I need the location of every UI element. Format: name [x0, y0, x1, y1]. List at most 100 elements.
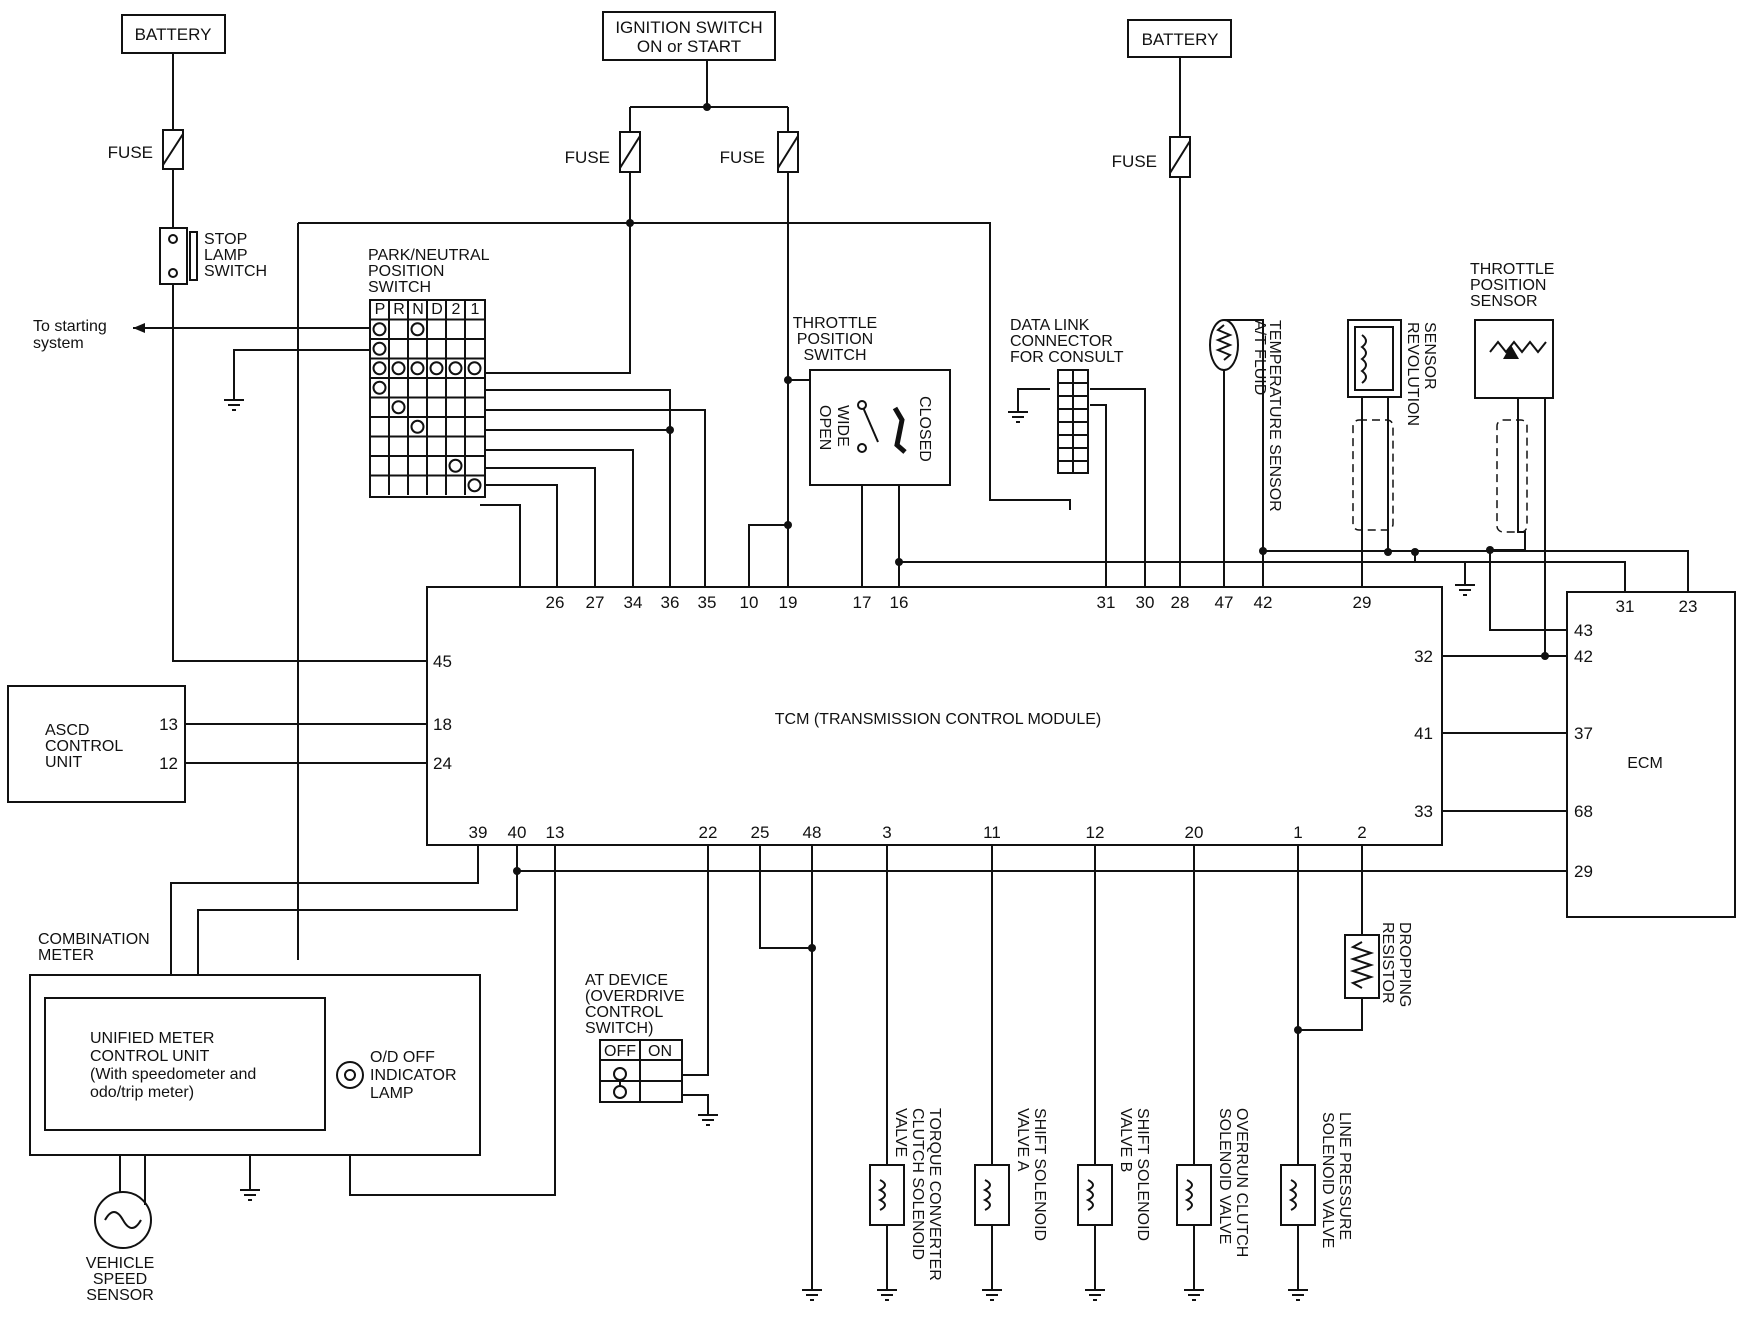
- at-device-od-switch: AT DEVICE (OVERDRIVE CONTROL SWITCH) OFF…: [585, 972, 709, 1105]
- tcm-pin: 41: [1414, 724, 1433, 743]
- throttle-position-switch: THROTTLE POSITION SWITCH WIDE OPEN CLOSE…: [793, 315, 951, 486]
- svg-text:SENSOR: SENSOR: [1470, 293, 1538, 310]
- tcm-pin: 47: [1215, 593, 1234, 612]
- tcm-pin: 22: [699, 823, 718, 842]
- svg-text:SWITCH): SWITCH): [585, 1020, 653, 1037]
- tcm-pin: 31: [1097, 593, 1116, 612]
- svg-text:POSITION: POSITION: [368, 263, 444, 280]
- revolution-sensor: REVOLUTION SENSOR: [1347, 319, 1438, 531]
- svg-text:VALVE A: VALVE A: [1014, 1108, 1031, 1172]
- tcm-bottom-pins: 39 40 13 22 25 48 3 11 12 20 1 2: [469, 823, 1367, 842]
- line-pressure-solenoid-valve: LINE PRESSURE SOLENOID VALVE: [1280, 1112, 1353, 1248]
- svg-text:LAMP: LAMP: [204, 247, 248, 264]
- combination-meter: COMBINATION METER UNIFIED METER CONTROL …: [29, 931, 481, 1156]
- svg-text:TEMPERATURE SENSOR: TEMPERATURE SENSOR: [1266, 320, 1283, 512]
- svg-text:DATA LINK: DATA LINK: [1010, 317, 1090, 334]
- svg-text:FUSE: FUSE: [1112, 152, 1157, 171]
- svg-text:THROTTLE: THROTTLE: [1470, 261, 1554, 278]
- pos-2: 2: [452, 301, 461, 318]
- svg-text:FOR CONSULT: FOR CONSULT: [1010, 349, 1124, 366]
- svg-text:SWITCH: SWITCH: [803, 347, 866, 364]
- svg-text:POSITION: POSITION: [1470, 277, 1546, 294]
- ecm-pin: 43: [1574, 621, 1593, 640]
- tcm-pin: 24: [433, 754, 452, 773]
- pnp-contact: [410, 361, 425, 376]
- pnp-contact: [372, 380, 387, 395]
- svg-text:SWITCH: SWITCH: [368, 279, 431, 296]
- tcm-pin: 18: [433, 715, 452, 734]
- svg-text:CLOSED: CLOSED: [916, 396, 933, 462]
- tcm-pin: 13: [546, 823, 565, 842]
- pos-d: D: [431, 301, 443, 318]
- svg-text:DROPPING: DROPPING: [1396, 922, 1413, 1007]
- pnp-contact: [410, 419, 425, 434]
- svg-text:TORQUE CONVERTER: TORQUE CONVERTER: [926, 1108, 943, 1281]
- tcm-pin: 39: [469, 823, 488, 842]
- svg-text:AT DEVICE: AT DEVICE: [585, 972, 668, 989]
- tcm-pin: 11: [983, 823, 1001, 842]
- tcm-pin: 28: [1171, 593, 1190, 612]
- svg-text:(With speedometer and: (With speedometer and: [90, 1066, 256, 1083]
- ecm-pin: 68: [1574, 802, 1593, 821]
- tcm-pin: 1: [1293, 823, 1302, 842]
- svg-text:CONTROL UNIT: CONTROL UNIT: [90, 1048, 210, 1065]
- pnp-contact: [467, 361, 482, 376]
- svg-text:BATTERY: BATTERY: [135, 25, 212, 44]
- svg-text:CONTROL: CONTROL: [45, 738, 123, 755]
- svg-text:SHIFT SOLENOID: SHIFT SOLENOID: [1031, 1108, 1048, 1241]
- pos-r: R: [393, 301, 405, 318]
- vehicle-speed-sensor: VEHICLE SPEED SENSOR: [86, 1190, 154, 1304]
- svg-text:VALVE B: VALVE B: [1117, 1108, 1134, 1172]
- battery-right: BATTERY: [1127, 19, 1232, 58]
- pnp-contact: [372, 322, 387, 337]
- stop-lamp-switch: STOP LAMP SWITCH: [159, 227, 267, 285]
- svg-text:ON: ON: [648, 1043, 672, 1060]
- pos-1: 1: [471, 301, 480, 318]
- fuse-right: FUSE: [1112, 136, 1191, 178]
- tcm-pin: 40: [508, 823, 527, 842]
- dropping-resistor: DROPPING RESISTOR: [1344, 922, 1413, 1007]
- pnp-contact: [448, 458, 463, 473]
- svg-text:A/T FLUID: A/T FLUID: [1251, 320, 1268, 395]
- svg-text:WIDE: WIDE: [834, 405, 851, 447]
- ecm: ECM 31 23 43 42 37 68 29: [1566, 591, 1736, 918]
- tcm-pin: 27: [586, 593, 605, 612]
- svg-text:FUSE: FUSE: [108, 143, 153, 162]
- svg-text:SENSOR: SENSOR: [1421, 322, 1438, 390]
- tcm: TCM (TRANSMISSION CONTROL MODULE) 26 27 …: [426, 586, 1443, 846]
- tcm-pin: 45: [433, 652, 452, 671]
- battery-left: BATTERY: [121, 14, 226, 54]
- svg-text:To starting: To starting: [33, 318, 107, 335]
- pnp-contact: [372, 361, 387, 376]
- tcm-left-pins: 45 18 24: [433, 652, 452, 773]
- svg-text:CONTROL: CONTROL: [585, 1004, 663, 1021]
- pos-p: P: [375, 301, 386, 318]
- svg-text:ASCD: ASCD: [45, 722, 89, 739]
- data-link-connector: DATA LINK CONNECTOR FOR CONSULT: [1010, 317, 1124, 474]
- svg-text:SPEED: SPEED: [93, 1271, 147, 1288]
- ecm-pin: 29: [1574, 862, 1593, 881]
- shift-solenoid-valve-a: SHIFT SOLENOID VALVE A: [974, 1108, 1048, 1241]
- tcm-pin: 36: [661, 593, 680, 612]
- tcm-pin: 32: [1414, 647, 1433, 666]
- park-neutral-switch: PARK/NEUTRAL POSITION SWITCH P R N D 2 1: [368, 247, 490, 498]
- tcm-pin: 10: [740, 593, 759, 612]
- svg-text:SWITCH: SWITCH: [204, 263, 267, 280]
- svg-text:OVERRUN CLUTCH: OVERRUN CLUTCH: [1233, 1108, 1250, 1257]
- pos-n: N: [412, 301, 424, 318]
- svg-text:SOLENOID VALVE: SOLENOID VALVE: [1216, 1108, 1233, 1244]
- svg-text:BATTERY: BATTERY: [1142, 30, 1219, 49]
- svg-text:CLUTCH SOLENOID: CLUTCH SOLENOID: [909, 1108, 926, 1260]
- svg-text:OPEN: OPEN: [816, 405, 833, 450]
- ecm-pin: 23: [1679, 597, 1698, 616]
- tcm-right-pins: 32 41 33: [1414, 647, 1433, 821]
- svg-text:ON or START: ON or START: [637, 37, 741, 56]
- ecm-pin: 42: [1574, 647, 1593, 666]
- pnp-contact: [429, 361, 444, 376]
- pnp-contact: [410, 322, 425, 337]
- ascd-pin: 13: [159, 715, 178, 734]
- svg-text:POSITION: POSITION: [797, 331, 873, 348]
- svg-text:(OVERDRIVE: (OVERDRIVE: [585, 988, 685, 1005]
- tcm-pin: 2: [1357, 823, 1366, 842]
